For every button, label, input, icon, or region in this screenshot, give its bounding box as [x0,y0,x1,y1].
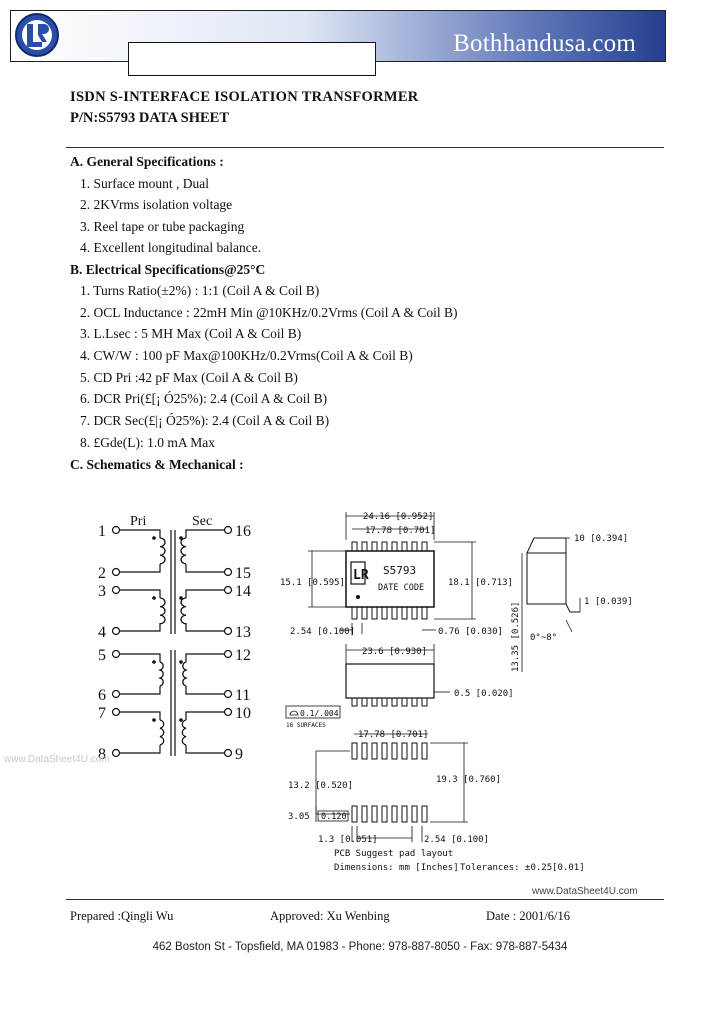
package-front-view: 23.6 [0.930] 0.5 [0.020] 0.1/.004 16 SUR… [285,644,514,729]
pcb-layout-caption: PCB Suggest pad layout [334,849,453,859]
pin-label: 13 [235,624,251,641]
electrical-spec-item: 6. DCR Pri(£[¡ Ó25%): 2.4 (Coil A & Coil… [80,391,328,406]
marking-part-number: S5793 [383,564,416,577]
pin-label: 4 [98,624,106,641]
prepared-by: Prepared :Qingli Wu [70,909,174,923]
pin-label: 2 [98,565,106,582]
dim-text: 0°~8° [530,633,557,643]
electrical-spec-item: 7. DCR Sec(£|¡ Ó25%): 2.4 (Coil A & Coil… [80,413,330,428]
approved-by: Approved: Xu Wenbing [270,909,390,923]
general-spec-heading: A. General Specifications : [70,154,224,169]
dim-text: 24.16 [0.952] [363,512,433,522]
dim-text: 0.76 [0.030] [438,627,503,637]
pin-label: 5 [98,647,106,664]
coplanarity-text: 0.1/.004 [300,709,339,718]
dim-text: 13.35 [0.526] [511,602,521,672]
general-spec-item: 2. 2KVrms isolation voltage [80,197,233,212]
dim-text: 3.05 [288,812,310,822]
svg-text:LR: LR [353,568,369,583]
divider-bottom [66,899,664,900]
tolerance-note: Tolerances: ±0.25[0.01] [460,863,585,873]
pin-label: 10 [235,705,251,722]
dim-text: 17.78 [0.701] [365,526,435,536]
pin-label: 11 [235,687,250,704]
electrical-spec-item: 8. £Gde(L): 1.0 mA Max [80,435,215,450]
pin-label: 6 [98,687,106,704]
part-number-title: P/N:S5793 DATA SHEET [70,110,229,126]
dim-text: 2.54 [0.100] [290,627,355,637]
pin-label: 12 [235,647,251,664]
transformer-schematic: Pri Sec 1 2 3 4 5 6 7 8 16 15 14 13 12 1… [98,514,251,763]
company-logo [15,13,59,57]
package-side-view: 10 [0.394] 1 [0.039] 13.35 [0.526] 0°~8° [511,534,633,672]
mechanical-heading: C. Schematics & Mechanical : [70,457,244,472]
dim-text: 1 [0.039] [584,597,633,607]
units-note: Dimensions: mm [Inches] [334,863,459,873]
dim-text: 17.78 [0.701] [358,730,428,740]
dim-text: 13.2 [0.520] [288,781,353,791]
electrical-spec-item: 3. L.Lsec : 5 ΜH Max (Coil A & Coil B) [80,326,302,341]
general-spec-item: 4. Excellent longitudinal balance. [80,240,262,255]
dim-text: 18.1 [0.713] [448,578,513,588]
divider-top [66,147,664,148]
pin-label: 15 [235,565,251,582]
electrical-spec-heading: B. Electrical Specifications@25°C [70,262,266,277]
pin-label: 8 [98,746,106,763]
dim-text: 23.6 [0.930] [362,647,427,657]
site-name: Bothhandusa.com [453,30,636,57]
dim-text: 15.1 [0.595] [280,578,345,588]
part-number-box [128,42,376,76]
pin-label: 16 [235,523,251,540]
electrical-spec-item: 2. OCL Inductance : 22mH Min @10KHz/0.2V… [80,305,458,320]
dim-text: 19.3 [0.760] [436,775,501,785]
pcb-pad-layout: 17.78 [0.701] 13.2 [0.520] 19.3 [0.760] … [288,730,585,873]
sec-label: Sec [192,514,212,529]
watermark-left: www.DataSheet4U.com [4,754,110,765]
pri-label: Pri [130,514,146,529]
pin-label: 14 [235,583,251,600]
marking-date-code: DATE CODE [378,583,424,593]
pin-label: 7 [98,705,106,722]
watermark-right: www.DataSheet4U.com [532,886,638,897]
electrical-spec-item: 4. CW/W : 100 pF Max@100KHz/0.2Vrms(Coil… [80,348,413,363]
coplanarity-note: 16 SURFACES [286,722,326,729]
pin-label: 1 [98,523,106,540]
company-address: 462 Boston St - Topsfield, MA 01983 - Ph… [152,941,568,953]
electrical-spec-item: 1. Turns Ratio(±2%) : 1:1 (Coil A & Coil… [80,283,320,298]
dim-text: 0.5 [0.020] [454,689,514,699]
document-title: ISDN S-INTERFACE ISOLATION TRANSFORMER [70,89,419,105]
general-spec-item: 1. Surface mount , Dual [80,176,209,191]
package-top-view: 24.16 [0.952] 17.78 [0.701] LR S5793 DAT… [280,512,513,637]
dim-text: 10 [0.394] [574,534,628,544]
document-date: Date : 2001/6/16 [486,909,571,923]
pin-label: 9 [235,746,243,763]
dim-text: 2.54 [0.100] [424,835,489,845]
dim-text: 1.3 [0.051] [318,835,378,845]
general-spec-item: 3. Reel tape or tube packaging [80,219,245,234]
electrical-spec-item: 5. CD Pri :42 pF Max (Coil A & Coil B) [80,370,298,385]
pin-label: 3 [98,583,106,600]
dim-text: 0.120 [321,812,347,822]
